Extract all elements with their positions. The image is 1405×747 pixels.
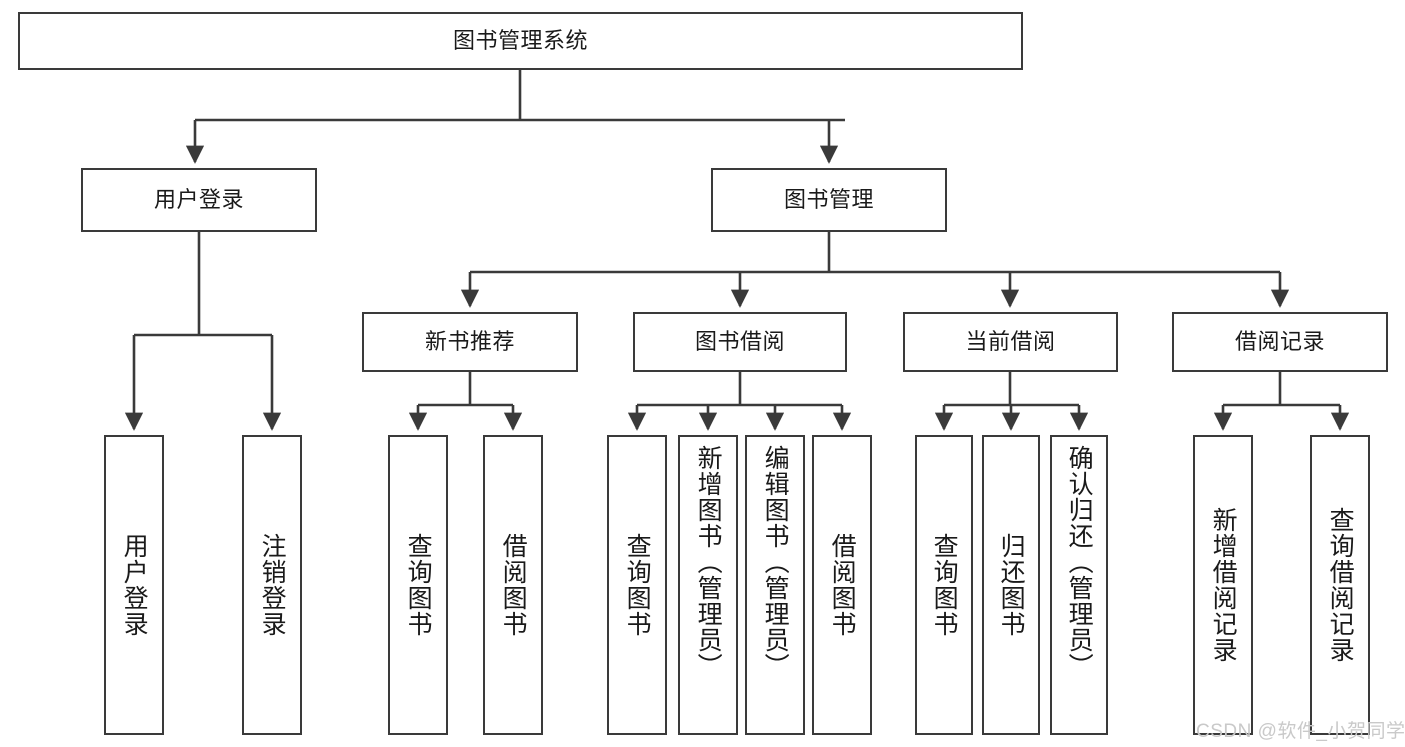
node-user-login[interactable]: 用户登录 <box>81 168 317 232</box>
node-root[interactable]: 图书管理系统 <box>18 12 1023 70</box>
node-user-login-label: 用户登录 <box>153 187 244 213</box>
leaf-edit-book[interactable]: 编辑图书（管理员） <box>745 435 805 735</box>
leaf-borrow-book-2[interactable]: 借阅图书 <box>812 435 872 735</box>
leaf-query-borrow-record[interactable]: 查询借阅记录 <box>1310 435 1370 735</box>
leaf-query-borrow-record-label: 查询借阅记录 <box>1326 507 1355 663</box>
leaf-add-borrow-record-label: 新增借阅记录 <box>1209 507 1238 663</box>
leaf-add-book[interactable]: 新增图书（管理员） <box>678 435 738 735</box>
node-book-borrow-label: 图书借阅 <box>694 329 785 355</box>
node-new-book-recommend-label: 新书推荐 <box>424 329 515 355</box>
leaf-add-borrow-record[interactable]: 新增借阅记录 <box>1193 435 1253 735</box>
csdn-watermark: CSDN @软件_小贺同学 <box>1196 721 1405 742</box>
leaf-confirm-return[interactable]: 确认归还（管理员） <box>1050 435 1108 735</box>
leaf-logout-login[interactable]: 注销登录 <box>242 435 302 735</box>
leaf-query-book-3-label: 查询图书 <box>930 533 959 637</box>
leaf-query-book-1-label: 查询图书 <box>404 533 433 637</box>
leaf-user-login[interactable]: 用户登录 <box>104 435 164 735</box>
leaf-borrow-book-1[interactable]: 借阅图书 <box>483 435 543 735</box>
leaf-borrow-book-1-label: 借阅图书 <box>499 533 528 637</box>
node-root-label: 图书管理系统 <box>452 28 588 54</box>
leaf-logout-login-label: 注销登录 <box>258 533 287 637</box>
leaf-query-book-3[interactable]: 查询图书 <box>915 435 973 735</box>
leaf-borrow-book-2-label: 借阅图书 <box>828 533 857 637</box>
node-book-management-label: 图书管理 <box>783 187 874 213</box>
leaf-query-book-1[interactable]: 查询图书 <box>388 435 448 735</box>
node-current-borrow[interactable]: 当前借阅 <box>903 312 1118 372</box>
node-borrow-record-label: 借阅记录 <box>1234 329 1325 355</box>
leaf-add-book-label: 新增图书（管理员） <box>694 445 723 679</box>
leaf-return-book[interactable]: 归还图书 <box>982 435 1040 735</box>
node-new-book-recommend[interactable]: 新书推荐 <box>362 312 578 372</box>
node-current-borrow-label: 当前借阅 <box>965 329 1056 355</box>
node-book-borrow[interactable]: 图书借阅 <box>633 312 847 372</box>
leaf-return-book-label: 归还图书 <box>997 533 1026 637</box>
leaf-confirm-return-label: 确认归还（管理员） <box>1065 445 1094 679</box>
node-book-management[interactable]: 图书管理 <box>711 168 947 232</box>
leaf-query-book-2-label: 查询图书 <box>623 533 652 637</box>
leaf-query-book-2[interactable]: 查询图书 <box>607 435 667 735</box>
leaf-user-login-label: 用户登录 <box>120 533 149 637</box>
node-borrow-record[interactable]: 借阅记录 <box>1172 312 1388 372</box>
leaf-edit-book-label: 编辑图书（管理员） <box>761 445 790 679</box>
